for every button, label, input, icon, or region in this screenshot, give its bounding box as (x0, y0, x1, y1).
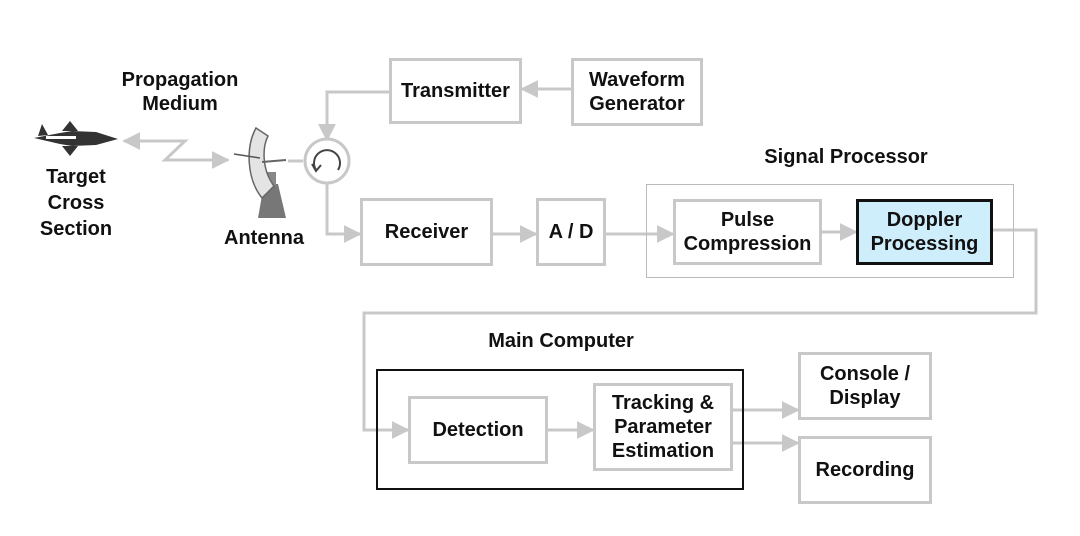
propagation-path (122, 132, 230, 169)
main-computer-group (376, 369, 744, 490)
arrow-transmitter-to-circulator (318, 90, 390, 142)
tracking-parameter-estimation-block: Tracking & Parameter Estimation (593, 383, 733, 471)
signal-processor-label: Signal Processor (764, 146, 928, 168)
arrow-doppler-to-detection (362, 228, 1038, 439)
ad-block: A / D (536, 198, 606, 266)
target-cross-section-label: Target Cross Section (39, 166, 113, 240)
detection-block: Detection (408, 396, 548, 464)
circulator-icon (303, 137, 351, 185)
main-computer-label: Main Computer (488, 330, 634, 352)
doppler-processing-block: Doppler Processing (856, 199, 993, 265)
propagation-medium-label: Propagation Medium (121, 69, 239, 115)
recording-block: Recording (798, 436, 932, 504)
receiver-block: Receiver (360, 198, 493, 266)
pulse-compression-block: Pulse Compression (673, 199, 822, 265)
signal-processor-group (646, 184, 1014, 278)
antenna-dish-icon (233, 126, 287, 218)
waveform-generator-block: Waveform Generator (571, 58, 703, 126)
jet-aircraft-icon (34, 121, 118, 156)
arrow-circulator-to-receiver (325, 182, 362, 243)
console-display-block: Console / Display (798, 352, 932, 420)
antenna-label: Antenna (224, 227, 304, 249)
transmitter-block: Transmitter (389, 58, 522, 124)
